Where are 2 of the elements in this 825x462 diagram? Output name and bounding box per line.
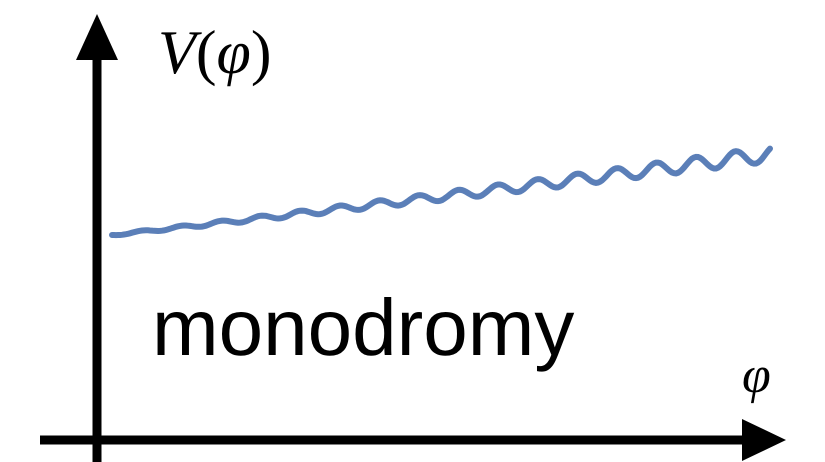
axis-label: φ	[742, 350, 771, 402]
axis-label: V(φ)	[158, 22, 272, 84]
